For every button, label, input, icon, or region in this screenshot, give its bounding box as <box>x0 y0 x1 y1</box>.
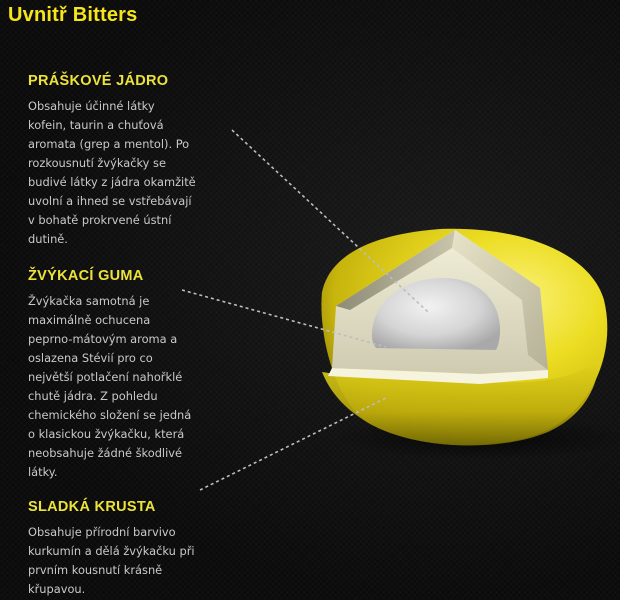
section-text-chewing-gum: Žvýkačka samotná je maximálně ochucena p… <box>28 294 192 479</box>
page-title: Uvnitř Bitters <box>8 4 138 26</box>
section-text-powder-core: Obsahuje účinné látky kofein, taurin a c… <box>28 99 196 246</box>
section-heading-powder-core: PRÁŠKOVÉ JÁDRO <box>28 73 169 89</box>
section-powder-core: PRÁŠKOVÉ JÁDRO Obsahuje účinné látky kof… <box>28 73 260 249</box>
chewing-gum-right-wall <box>452 230 548 370</box>
chewing-gum-rim <box>328 368 548 384</box>
chewing-gum-floor <box>332 230 548 374</box>
chewing-gum-back-wall <box>336 230 455 310</box>
section-text-sweet-crust: Obsahuje přírodní barvivo kurkumín a děl… <box>28 525 195 596</box>
sweet-crust-shell <box>321 228 608 446</box>
powder-core <box>372 278 500 350</box>
sweet-crust-lower-band <box>322 360 600 446</box>
egg-shadow <box>330 416 620 460</box>
section-heading-sweet-crust: SLADKÁ KRUSTA <box>28 499 156 515</box>
section-sweet-crust: SLADKÁ KRUSTA Obsahuje přírodní barvivo … <box>28 499 260 599</box>
section-chewing-gum: ŽVÝKACÍ GUMA Žvýkačka samotná je maximál… <box>28 268 260 482</box>
leader-line-powder-core <box>231 129 429 313</box>
section-heading-chewing-gum: ŽVÝKACÍ GUMA <box>28 268 144 284</box>
